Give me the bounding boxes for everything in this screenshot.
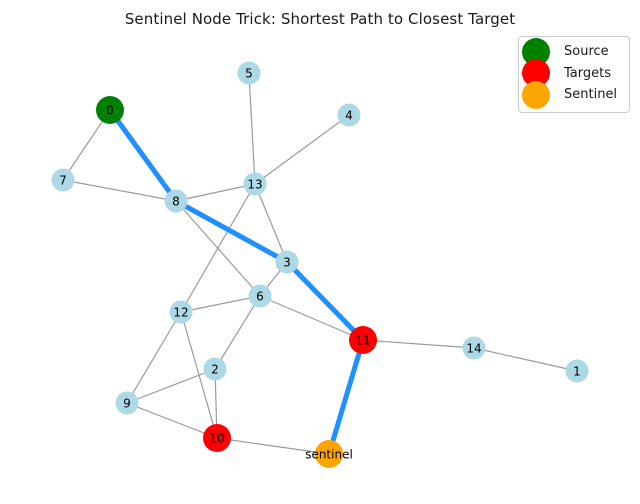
legend-label: Targets (564, 65, 611, 81)
graph-node-3 (275, 250, 299, 274)
graph-edge-2-9 (126, 368, 216, 404)
graph-edge-12-9 (126, 311, 182, 404)
node-label-4: 4 (345, 108, 353, 122)
graph-edge-13-5 (248, 72, 256, 185)
graph-node-sentinel (315, 440, 343, 468)
graph-edge-11-14 (362, 339, 475, 349)
node-label-1: 1 (573, 364, 581, 378)
legend-label: Sentinel (564, 87, 618, 103)
node-label-12: 12 (173, 305, 188, 319)
legend-item-sentinel: Sentinel (522, 80, 623, 109)
node-label-6: 6 (256, 289, 264, 303)
node-label-11: 11 (355, 333, 370, 347)
path-edge-8-3 (173, 198, 290, 265)
graph-node-8 (164, 189, 188, 213)
graph-node-10 (203, 424, 231, 452)
node-label-9: 9 (123, 396, 131, 410)
path-edge-3-11 (284, 259, 366, 343)
graph-edge-13-12 (180, 183, 256, 313)
graph-node-2 (203, 357, 227, 381)
node-label-2: 2 (211, 362, 219, 376)
node-label-3: 3 (283, 255, 291, 269)
graph-node-11 (349, 326, 377, 354)
graph-edge-10-sentinel (216, 437, 330, 455)
graph-edge-14-1 (473, 347, 578, 372)
graph-edge-0-7 (62, 109, 111, 181)
path-edge-0-8 (107, 107, 179, 204)
graph-node-0 (96, 96, 124, 124)
legend-item-source: Source (522, 37, 623, 66)
path-edge-11-sentinel (326, 337, 366, 457)
node-label-14: 14 (466, 341, 481, 355)
node-label-0: 0 (106, 103, 114, 117)
node-label-10: 10 (209, 431, 224, 445)
graph-edge-13-4 (254, 114, 350, 185)
graph-node-13 (243, 172, 267, 196)
graph-node-12 (169, 300, 193, 324)
graph-node-9 (115, 391, 139, 415)
graph-edge-6-11 (259, 295, 364, 341)
graph-node-1 (565, 359, 589, 383)
node-label-sentinel: sentinel (305, 447, 353, 461)
graph-node-4 (337, 103, 361, 127)
node-label-7: 7 (59, 173, 67, 187)
graph-edge-6-2 (214, 295, 261, 370)
graph-edge-9-10 (126, 402, 218, 439)
graph-node-5 (237, 61, 261, 85)
graph-edge-13-3 (254, 183, 288, 263)
graph-edge-8-13 (175, 183, 256, 202)
node-label-8: 8 (172, 194, 180, 208)
node-label-13: 13 (247, 177, 262, 191)
node-label-5: 5 (245, 66, 253, 80)
legend-swatch-sentinel (522, 80, 550, 109)
graph-node-14 (462, 336, 486, 360)
legend-label: Source (564, 44, 609, 60)
graph-edge-6-12 (180, 295, 261, 313)
graph-edge-7-8 (62, 179, 177, 202)
graph-node-7 (51, 168, 75, 192)
chart-title: Sentinel Node Trick: Shortest Path to Cl… (124, 10, 516, 28)
graph-node-6 (248, 284, 272, 308)
